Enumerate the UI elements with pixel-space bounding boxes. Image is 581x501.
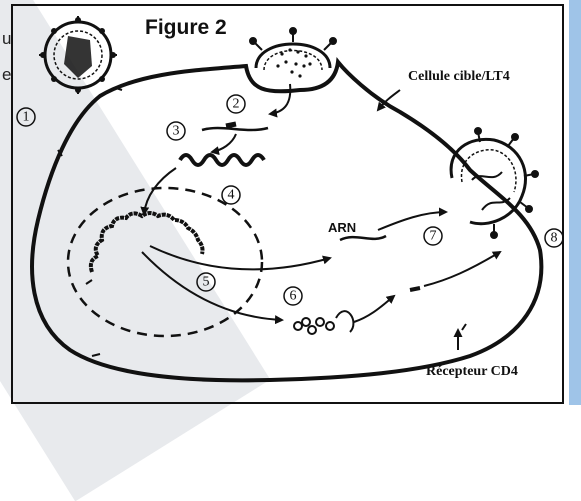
virus-particle-free	[39, 16, 117, 94]
membrane-marks	[57, 87, 467, 357]
viral-rna-transcript	[339, 234, 387, 242]
virus-particle-entry	[249, 27, 337, 78]
right-edge-strip	[569, 0, 581, 405]
step-7-number: 7	[430, 229, 437, 244]
step-5-marker: 5	[196, 272, 216, 292]
edge-text-fragment-bottom: e	[2, 65, 12, 84]
hiv-cycle-diagram: Figure 2	[16, 16, 564, 383]
step-1-marker: 1	[16, 107, 36, 127]
step-4-marker: 4	[221, 185, 241, 205]
step-4-number: 4	[228, 188, 235, 203]
edge-text-fragment-top: u	[2, 29, 12, 48]
integrated-dna	[88, 211, 205, 273]
step-6-number: 6	[290, 289, 297, 304]
step-8-marker: 8	[544, 228, 564, 248]
target-cell-label: Cellule cible/LT4	[408, 69, 510, 84]
process-arrows	[140, 83, 502, 350]
ribosome-translation	[293, 286, 421, 335]
step-numbers: 1 2 3 4 5 6 7 8	[16, 94, 564, 306]
figure-frame	[11, 4, 564, 404]
nucleus	[66, 186, 264, 338]
step-7-marker: 7	[423, 226, 443, 246]
step-6-marker: 6	[283, 286, 303, 306]
step-3-marker: 3	[166, 121, 186, 141]
receptor-cd4-label: Récepteur CD4	[426, 364, 518, 379]
step-5-number: 5	[203, 275, 210, 290]
virus-particle-budding	[449, 127, 539, 239]
step-8-number: 8	[551, 231, 558, 246]
viral-rna-uncoated	[201, 126, 269, 132]
step-1-number: 1	[23, 110, 30, 125]
step-2-marker: 2	[226, 94, 246, 114]
viral-dna-strand	[178, 153, 266, 167]
cell-membrane	[30, 57, 544, 383]
step-3-number: 3	[173, 124, 180, 139]
step-2-number: 2	[233, 97, 240, 112]
figure-title: Figure 2	[145, 16, 227, 39]
rna-label: ARN	[328, 220, 356, 235]
